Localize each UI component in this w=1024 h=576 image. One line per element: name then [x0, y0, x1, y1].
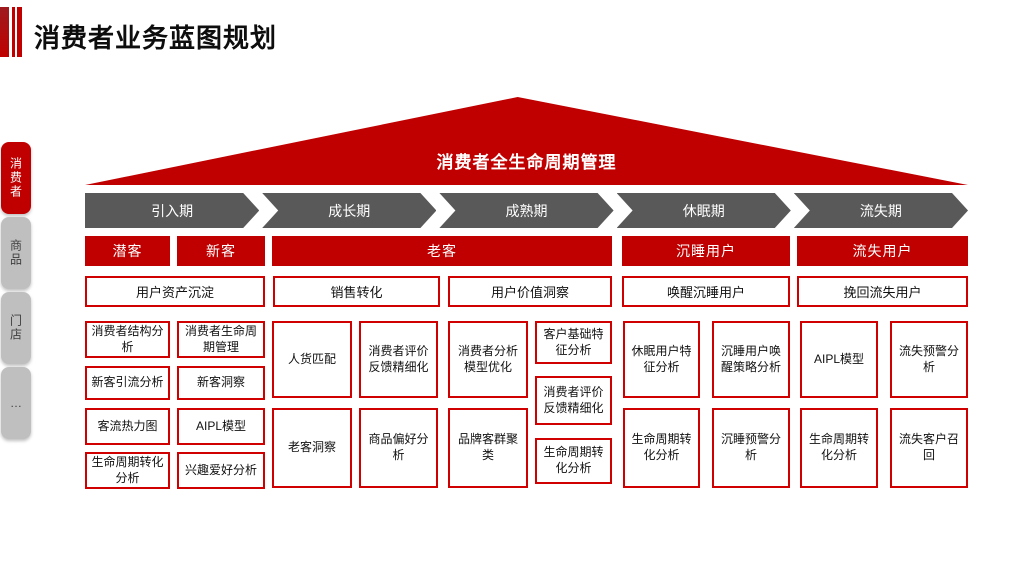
capability-box: 沉睡用户唤醒策略分析: [712, 321, 790, 398]
stage-growth: 成长期: [262, 193, 436, 228]
stage-churn: 流失期: [794, 193, 968, 228]
capability-box: 流失客户召回: [890, 408, 968, 488]
capability-box: 老客洞察: [272, 408, 352, 488]
sidebar-tab-consumer[interactable]: 消费者: [1, 142, 31, 214]
capability-box: 生命周期转化分析: [85, 452, 170, 489]
function-box: 销售转化: [273, 276, 440, 307]
accent-bar: [17, 7, 22, 57]
sidebar-tab-label: 门店: [8, 314, 23, 342]
capability-box: 客流热力图: [85, 408, 170, 445]
stage-maturity: 成熟期: [439, 193, 613, 228]
capability-box: 商品偏好分析: [359, 408, 438, 488]
sidebar-tab-store[interactable]: 门店: [1, 292, 31, 364]
capability-box: 新客引流分析: [85, 366, 170, 400]
stage-introduction: 引入期: [85, 193, 259, 228]
function-box: 用户价值洞察: [448, 276, 612, 307]
capability-box: 生命周期转化分析: [535, 438, 612, 484]
capability-box: 休眠用户特征分析: [623, 321, 700, 398]
segment-existing-customers: 老客: [272, 236, 612, 266]
segment-churned-users: 流失用户: [797, 236, 968, 266]
capability-box: 生命周期转化分析: [623, 408, 700, 488]
function-box: 唤醒沉睡用户: [622, 276, 790, 307]
function-box: 挽回流失用户: [797, 276, 968, 307]
segment-prospects: 潜客: [85, 236, 170, 266]
capability-box: 兴趣爱好分析: [177, 452, 265, 489]
sidebar-tab-label: …: [10, 396, 22, 410]
capability-box: 消费者生命周期管理: [177, 321, 265, 358]
capability-box: 流失预警分析: [890, 321, 968, 398]
accent-bar: [12, 7, 15, 57]
capability-box: AIPL模型: [177, 408, 265, 445]
sidebar-tab-product[interactable]: 商品: [1, 217, 31, 289]
capability-box: 沉睡预警分析: [712, 408, 790, 488]
sidebar-tab-more[interactable]: …: [1, 367, 31, 439]
segment-new-customers: 新客: [177, 236, 265, 266]
accent-bar: [0, 7, 9, 57]
function-box: 用户资产沉淀: [85, 276, 265, 307]
capability-box: 消费者评价反馈精细化: [535, 376, 612, 425]
pyramid-label: 消费者全生命周期管理: [436, 153, 617, 172]
sidebar-tab-label: 消费者: [8, 157, 23, 199]
capability-box: 人货匹配: [272, 321, 352, 398]
capability-box: 消费者结构分析: [85, 321, 170, 358]
lifecycle-pyramid: 消费者全生命周期管理: [85, 97, 968, 185]
lifecycle-stage-bar: 引入期 成长期 成熟期 休眠期 流失期: [85, 193, 968, 228]
capability-box: 客户基础特征分析: [535, 321, 612, 364]
capability-box: 消费者评价反馈精细化: [359, 321, 438, 398]
segment-dormant-users: 沉睡用户: [622, 236, 790, 266]
capability-box: 品牌客群聚类: [448, 408, 528, 488]
capability-box: 消费者分析模型优化: [448, 321, 528, 398]
stage-dormancy: 休眠期: [617, 193, 791, 228]
capability-box: 新客洞察: [177, 366, 265, 400]
capability-box: AIPL模型: [800, 321, 878, 398]
capability-box: 生命周期转化分析: [800, 408, 878, 488]
sidebar-tab-label: 商品: [8, 239, 23, 267]
page-title: 消费者业务蓝图规划: [34, 23, 278, 53]
